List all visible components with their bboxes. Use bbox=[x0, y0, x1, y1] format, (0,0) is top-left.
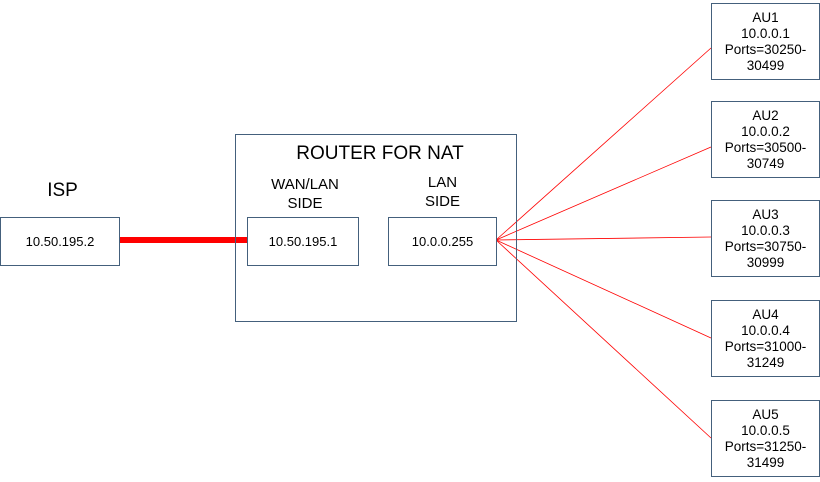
link-au4 bbox=[495, 239, 712, 339]
client-ports-end: 30499 bbox=[746, 57, 785, 73]
isp-ip: 10.50.195.2 bbox=[25, 234, 95, 249]
client-au1: AU1 10.0.0.1 Ports=30250- 30499 bbox=[711, 3, 820, 80]
wan-interface-box: 10.50.195.1 bbox=[247, 217, 359, 266]
client-ip: 10.0.0.1 bbox=[741, 25, 790, 41]
client-ip: 10.0.0.5 bbox=[741, 422, 790, 438]
client-ip: 10.0.0.3 bbox=[741, 222, 790, 238]
client-ports: Ports=30250- bbox=[724, 41, 807, 57]
client-ports: Ports=31250- bbox=[724, 438, 807, 454]
lan-ip: 10.0.0.255 bbox=[411, 234, 474, 249]
lan-label-line1: LAN bbox=[427, 174, 458, 191]
client-name: AU4 bbox=[752, 306, 779, 322]
wan-label-line1: WAN/LAN bbox=[271, 176, 339, 193]
client-ports: Ports=30750- bbox=[724, 238, 807, 254]
client-name: AU5 bbox=[752, 406, 779, 422]
link-au3 bbox=[495, 236, 712, 241]
lan-side-label: LAN SIDE bbox=[390, 173, 495, 211]
client-ports: Ports=31000- bbox=[724, 338, 807, 354]
router-title: ROUTER FOR NAT bbox=[296, 143, 464, 164]
client-ip: 10.0.0.2 bbox=[741, 123, 790, 139]
wan-side-label: WAN/LAN SIDE bbox=[250, 175, 360, 213]
client-ports-end: 30749 bbox=[746, 155, 785, 171]
client-ports-end: 30999 bbox=[746, 254, 785, 270]
wan-label-line2: SIDE bbox=[287, 195, 323, 212]
isp-label: ISP bbox=[47, 180, 78, 201]
link-au1 bbox=[495, 47, 712, 241]
wan-ip: 10.50.195.1 bbox=[268, 234, 338, 249]
isp-box: 10.50.195.2 bbox=[0, 217, 120, 266]
client-name: AU1 bbox=[752, 9, 779, 25]
link-au5 bbox=[495, 239, 712, 439]
client-au4: AU4 10.0.0.4 Ports=31000- 31249 bbox=[711, 300, 820, 377]
lan-label-line2: SIDE bbox=[424, 193, 460, 210]
client-au5: AU5 10.0.0.5 Ports=31250- 31499 bbox=[711, 400, 820, 477]
client-name: AU3 bbox=[752, 206, 779, 222]
client-ports-end: 31249 bbox=[746, 354, 785, 370]
link-au2 bbox=[495, 146, 712, 241]
router-box bbox=[235, 134, 517, 322]
lan-interface-box: 10.0.0.255 bbox=[388, 217, 497, 266]
client-ip: 10.0.0.4 bbox=[741, 322, 790, 338]
client-name: AU2 bbox=[752, 107, 779, 123]
client-ports: Ports=30500- bbox=[724, 139, 807, 155]
client-ports-end: 31499 bbox=[746, 454, 785, 470]
client-au2: AU2 10.0.0.2 Ports=30500- 30749 bbox=[711, 101, 820, 178]
client-au3: AU3 10.0.0.3 Ports=30750- 30999 bbox=[711, 200, 820, 277]
